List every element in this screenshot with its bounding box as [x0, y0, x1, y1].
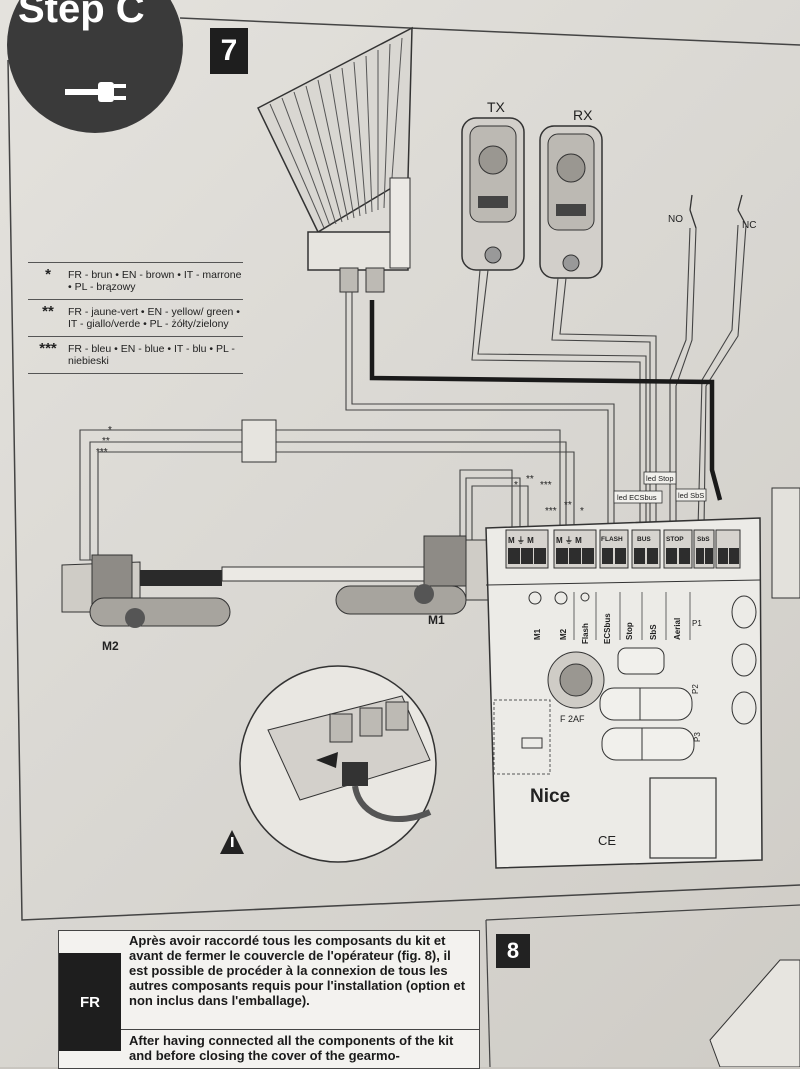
board-function-labels: M1 M2 Flash ECSbus Stop SbS Aerial	[533, 613, 682, 644]
figure-frame	[7, 59, 800, 921]
radio-module	[617, 647, 665, 675]
wire-mark-m2a: *	[580, 506, 584, 517]
terminal-screws	[508, 548, 739, 564]
wire-mark-m1a: *	[514, 480, 518, 491]
flash-sun-icon	[580, 592, 590, 602]
cable-entry	[649, 777, 717, 859]
led-sbs-label: led SbS	[678, 491, 704, 500]
motor-m2	[61, 554, 231, 628]
motor-1-label: M1	[428, 613, 445, 627]
nc-label: NC	[742, 220, 756, 231]
wire-mark-m2b: **	[564, 500, 572, 511]
legend-row: ** FR - jaune-vert • EN - yellow/ green …	[28, 299, 243, 336]
figure-number-8: 8	[496, 934, 530, 968]
wire-color-legend: * FR - brun • EN - brown • IT - marrone …	[28, 262, 243, 374]
instruction-text-en: After having connected all the component…	[129, 1033, 454, 1063]
terminal-m1: M ⏚ M	[508, 536, 534, 545]
button-p2-label: P2	[691, 684, 700, 694]
legend-text: FR - jaune-vert • EN - yellow/ green • I…	[68, 306, 240, 330]
battery-area	[493, 699, 551, 775]
instructions-textbox: FR Après avoir raccordé tous les composa…	[58, 930, 480, 1069]
button-p3-label: P3	[693, 732, 702, 742]
flashing-light	[257, 26, 413, 293]
instruction-text-fr: Après avoir raccordé tous les composants…	[129, 933, 466, 1008]
terminal-m2: M ⏚ M	[556, 536, 582, 545]
step-label: Step C	[18, 0, 145, 31]
legend-mark: **	[42, 303, 54, 320]
board-label-m1: M1	[533, 628, 542, 640]
terminal-stop: STOP	[666, 536, 684, 543]
aerial-cable	[369, 300, 723, 501]
push-button-switches	[689, 194, 747, 229]
junction-box	[241, 419, 277, 463]
wire-mark-m1c: ***	[540, 480, 552, 491]
wire-mark-2: **	[102, 436, 110, 447]
terminal-sbs: SbS	[697, 536, 710, 543]
board-label-ecsbus: ECSbus	[603, 613, 612, 644]
wire-mark-1: *	[108, 425, 112, 436]
rx-label: RX	[573, 107, 593, 123]
language-tag-fr: FR	[59, 953, 121, 1051]
terminal-bus: BUS	[637, 536, 651, 543]
figure-8-frame	[485, 904, 800, 921]
warning-icon	[220, 830, 244, 854]
board-label-aerial: Aerial	[673, 618, 682, 640]
legend-mark: *	[45, 266, 51, 283]
step-badge	[7, 0, 183, 133]
m2-motor-icon	[554, 591, 568, 605]
board-label-flash: Flash	[581, 623, 590, 644]
motor-m1	[335, 535, 491, 615]
legend-row: * FR - brun • EN - brown • IT - marrone …	[28, 262, 243, 299]
legend-text: FR - brun • EN - brown • IT - marrone • …	[68, 269, 242, 293]
board-label-stop: Stop	[625, 622, 634, 640]
m1-motor-icon	[528, 591, 542, 605]
legend-mark: ***	[39, 340, 57, 357]
board-label-m2: M2	[559, 628, 568, 640]
board-separators	[573, 592, 691, 640]
wire-mark-m1b: **	[526, 474, 534, 485]
figure-number-7: 7	[210, 28, 248, 74]
legend-row: *** FR - bleu • EN - blue • IT - blu • P…	[28, 336, 243, 374]
photocell-tx	[461, 117, 525, 271]
ce-mark: CE	[598, 833, 616, 848]
button-p1-label: P1	[692, 619, 702, 628]
fuse-label: F 2AF	[560, 714, 585, 724]
figure-8-gearmotor	[709, 959, 800, 1067]
no-label: NO	[668, 214, 683, 225]
motor-2-label: M2	[102, 639, 119, 653]
battery-icon	[521, 737, 543, 749]
legend-text: FR - bleu • EN - blue • IT - blu • PL - …	[68, 343, 235, 367]
connector-detail-inset	[239, 665, 437, 863]
brand-logo: Nice	[530, 786, 570, 807]
side-connectors	[731, 487, 800, 725]
tx-label: TX	[487, 99, 506, 115]
wire-mark-m2c: ***	[545, 506, 557, 517]
wire-mark-3: ***	[96, 447, 108, 458]
led-stop-label: led Stop	[646, 474, 674, 483]
board-label-sbs: SbS	[649, 624, 658, 640]
led-ecsbus-label: led ECSbus	[617, 493, 657, 502]
photocell-rx	[539, 125, 603, 279]
button-p3	[601, 727, 695, 761]
terminal-flash: FLASH	[601, 536, 623, 543]
button-p2	[599, 687, 693, 721]
plug-icon	[65, 82, 126, 102]
